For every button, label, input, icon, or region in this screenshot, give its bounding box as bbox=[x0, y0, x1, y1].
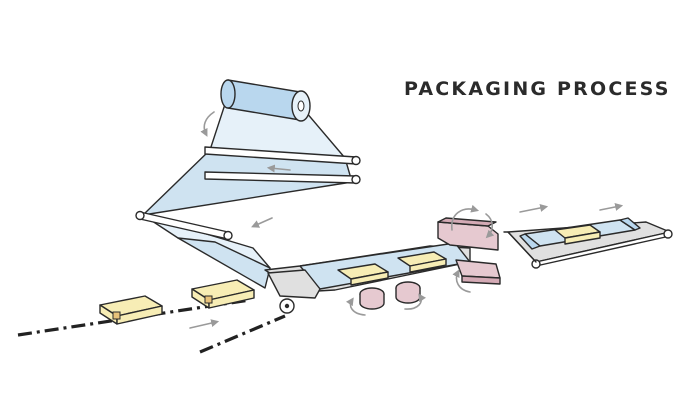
output-roller-end bbox=[663, 229, 673, 239]
guide-rollers bbox=[135, 146, 361, 241]
rotation-arrow-icon bbox=[485, 213, 495, 239]
film-web bbox=[142, 94, 353, 289]
output-roller-front bbox=[531, 259, 541, 269]
rotation-arrow-icon bbox=[452, 269, 471, 293]
product-unwrapped-1 bbox=[99, 295, 163, 325]
product-in-film-2 bbox=[397, 251, 447, 273]
wrapped-package-output bbox=[519, 217, 641, 250]
curved-arrow-icon bbox=[599, 203, 624, 211]
film-roll bbox=[220, 79, 311, 122]
product-in-film-1 bbox=[337, 263, 389, 286]
rotation-arrow-icon bbox=[346, 297, 366, 316]
end-seal-jaws bbox=[437, 217, 501, 285]
conveyor-belt-lower bbox=[199, 314, 286, 354]
flow-arrows bbox=[189, 111, 624, 329]
curved-arrow-icon bbox=[251, 217, 273, 228]
seal-rollers bbox=[359, 281, 421, 310]
curved-arrow-icon bbox=[189, 319, 220, 329]
diagram-title: PACKAGING PROCESS bbox=[404, 78, 671, 100]
curved-arrow-icon bbox=[200, 111, 215, 137]
lower-jaw bbox=[455, 259, 501, 279]
film-former bbox=[177, 237, 271, 289]
bed-front-block bbox=[267, 269, 321, 299]
rotation-arrow-icon bbox=[451, 204, 480, 231]
curved-arrow-icon bbox=[519, 204, 549, 213]
rotation-arrow-icon bbox=[404, 293, 426, 310]
product-unwrapped-2 bbox=[191, 279, 255, 309]
conveyor-roller-hub bbox=[284, 303, 290, 309]
curved-arrow-icon bbox=[266, 164, 291, 173]
